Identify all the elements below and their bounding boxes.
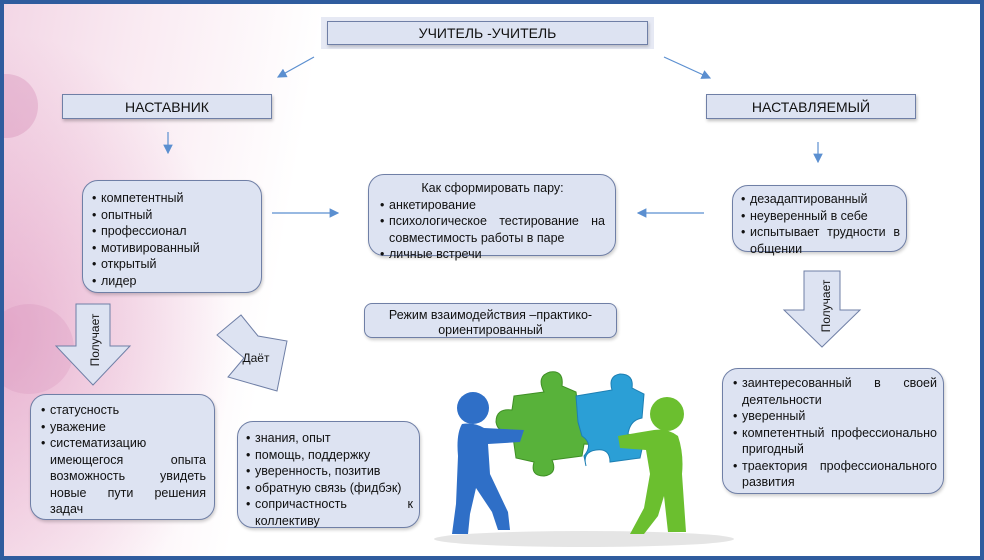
list-item: психологическое тестирование на совмести… [380, 213, 605, 246]
mentor-qualities-box: компетентный опытный профессионал мотиви… [82, 180, 262, 293]
connectors [163, 56, 823, 218]
slide: УЧИТЕЛЬ -УЧИТЕЛЬ НАСТАВНИК НАСТАВЛЯЕМЫЙ … [4, 4, 980, 556]
mode-box: Режим взаимодействия –практико-ориентиро… [364, 303, 617, 338]
mentor-header: НАСТАВНИК [62, 94, 272, 119]
puzzle-illustration [434, 371, 734, 547]
arrow-title-to-mentor [276, 56, 315, 78]
list-item: сопричастность к коллективу [246, 496, 413, 529]
list-item: анкетирование [380, 197, 605, 214]
green-puzzle-piece [495, 371, 601, 477]
blue-figure [452, 392, 524, 534]
list-item: дезадаптированный [741, 191, 900, 208]
list-item: личные встречи [380, 246, 605, 263]
list-item: лидер [92, 273, 253, 290]
page-title: УЧИТЕЛЬ -УЧИТЕЛЬ [327, 21, 648, 45]
list-item: компетентный профессионально пригодный [733, 425, 937, 458]
mentor-gives-label: Даёт [243, 351, 270, 365]
pairing-box: Как сформировать пару: анкетирование пси… [368, 174, 616, 262]
list-item: знания, опыт [246, 430, 413, 447]
mentee-qualities-box: дезадаптированный неуверенный в себе исп… [732, 185, 907, 256]
mentee-receives-label: Получает [819, 279, 833, 332]
list-item: неуверенный в себе [741, 208, 900, 225]
list-item: статусность [41, 402, 206, 419]
floor-shadow [434, 531, 734, 547]
mentee-header: НАСТАВЛЯЕМЫЙ [706, 94, 916, 119]
list-item: заинтересованный в своей деятельности [733, 375, 937, 408]
list-item: уважение [41, 419, 206, 436]
list-item: уверенность, позитив [246, 463, 413, 480]
mentee-receives-arrow: Получает [782, 270, 862, 348]
list-item: обратную связь (фидбэк) [246, 480, 413, 497]
list-item: опытный [92, 207, 253, 224]
list-item: траектория профессионального развития [733, 458, 937, 491]
list-item: помощь, поддержку [246, 447, 413, 464]
list-item: уверенный [733, 408, 937, 425]
mentor-gives-box: знания, опыт помощь, поддержку увереннос… [237, 421, 420, 528]
blue-puzzle-piece [575, 373, 645, 467]
mentee-receives-box: заинтересованный в своей деятельности ув… [722, 368, 944, 494]
list-item: систематизацию имеющегося опыта возможно… [41, 435, 206, 518]
mentor-receives-label: Получает [88, 313, 102, 366]
list-item: мотивированный [92, 240, 253, 257]
arrow-title-to-mentee [663, 56, 712, 79]
block-arrows: Получает Даёт Получает [54, 270, 862, 392]
list-item: компетентный [92, 190, 253, 207]
mentor-receives-arrow: Получает [54, 303, 132, 386]
title-panel: УЧИТЕЛЬ -УЧИТЕЛЬ [321, 17, 654, 49]
pairing-title: Как сформировать пару: [421, 181, 564, 195]
green-figure [618, 397, 686, 534]
mentor-receives-box: статусность уважение систематизацию имею… [30, 394, 215, 520]
mentor-gives-arrow: Даёт [216, 314, 288, 392]
list-item: открытый [92, 256, 253, 273]
list-item: профессионал [92, 223, 253, 240]
list-item: испытывает трудности в общении [741, 224, 900, 257]
